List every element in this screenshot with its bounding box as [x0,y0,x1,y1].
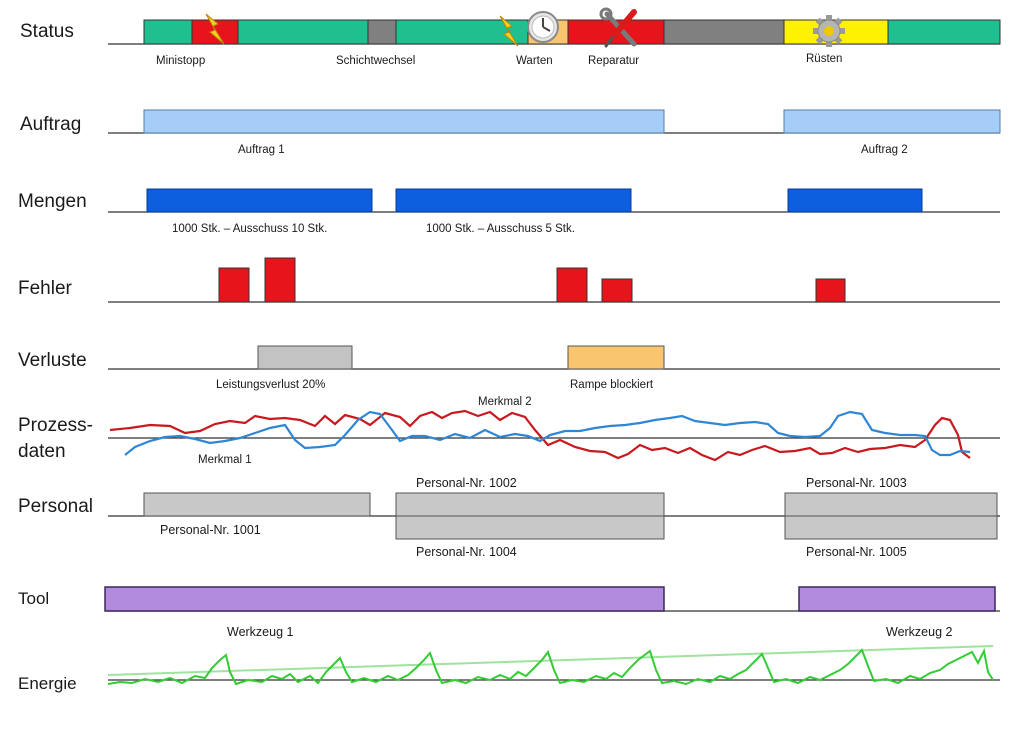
werkzeug-1-label: Werkzeug 1 [227,625,294,639]
mengen-label-1: 1000 Stk. – Ausschuss 10 Stk. [172,223,327,235]
lane-label-energie: Energie [18,674,77,693]
mengen-label-2: 1000 Stk. – Ausschuss 5 Stk. [426,223,575,235]
status-label-ruesten: Rüsten [806,53,842,65]
lane-label-prozess-2: daten [18,441,66,462]
mengen-bar-1 [146,188,373,213]
lane-label-verluste: Verluste [18,350,87,371]
fehler-bar [601,278,633,303]
status-label-reparatur: Reparatur [588,55,639,67]
werkzeug-2-label: Werkzeug 2 [886,625,953,639]
werkzeug-2-bar [798,586,996,612]
lane-label-tool: Tool [18,589,49,608]
mengen-bar-3 [787,188,923,213]
mengen-bar-2 [395,188,632,213]
personal-1003-bar [784,492,998,517]
personal-1004-bar [395,515,665,540]
personal-1001-label: Personal-Nr. 1001 [160,523,261,537]
status-stopped [663,19,785,45]
auftrag-2-bar [783,109,1001,134]
merkmal-2-line [109,409,971,462]
personal-1002-label: Personal-Nr. 1002 [416,476,517,490]
personal-1001-bar [143,492,371,517]
auftrag-1-bar [143,109,665,134]
merkmal-1-line [124,410,971,457]
werkzeug-1-bar [104,586,665,612]
lane-label-fehler: Fehler [18,278,73,299]
status-label-ministopp: Ministopp [156,55,205,67]
status-running-2 [237,19,369,45]
lane-label-mengen: Mengen [18,191,87,212]
fehler-bar [218,267,250,303]
personal-1005-bar [784,515,998,540]
verluste-label-leistung: Leistungsverlust 20% [216,379,325,391]
verluste-label-rampe: Rampe blockiert [570,379,654,391]
lane-label-prozess: Prozess- [18,415,93,436]
personal-1005-label: Personal-Nr. 1005 [806,545,907,559]
lane-label-status: Status [20,21,74,42]
merkmal-1-label: Merkmal 1 [198,454,252,466]
energie-line [107,647,994,686]
lane-label-personal: Personal [18,496,93,517]
lightning-icon [205,13,225,45]
merkmal-2-label: Merkmal 2 [478,396,532,408]
clock-icon [527,11,559,43]
auftrag-2-label: Auftrag 2 [861,144,908,156]
personal-1003-label: Personal-Nr. 1003 [806,476,907,490]
fehler-bar [556,267,588,303]
verluste-bar-rampe [567,345,665,370]
repair-tools-icon [599,7,637,48]
fehler-bar [815,278,846,303]
auftrag-1-label: Auftrag 1 [238,144,285,156]
gear-icon [813,15,845,47]
status-label-schichtwechsel: Schichtwechsel [336,55,415,67]
status-schichtwechsel [367,19,397,45]
fehler-bar [264,257,296,303]
status-label-warten: Warten [516,55,553,67]
status-running-4 [887,19,1001,45]
status-running-1 [143,19,193,45]
verluste-bar-leistung [257,345,353,370]
status-bar [143,19,1001,45]
personal-1002-bar [395,492,665,517]
lane-label-auftrag: Auftrag [20,114,81,135]
lightning-icon [499,15,519,47]
personal-1004-label: Personal-Nr. 1004 [416,545,517,559]
